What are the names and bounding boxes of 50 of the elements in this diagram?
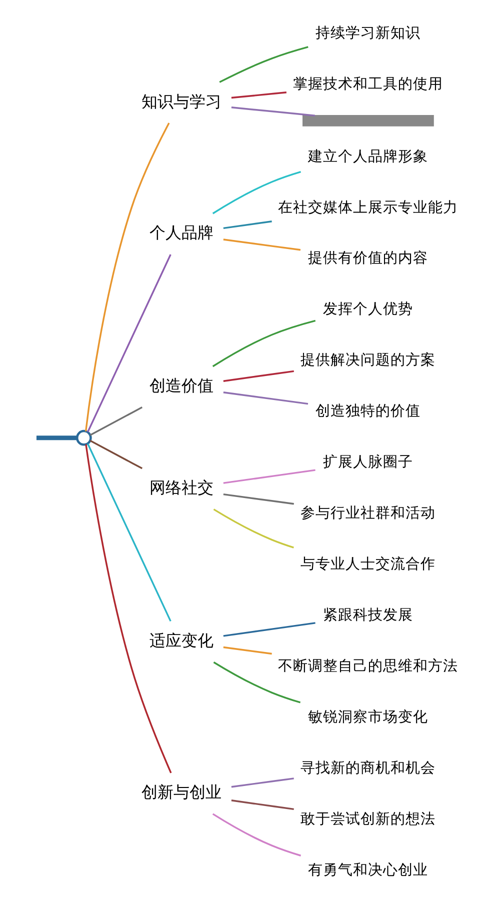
node-circle bbox=[76, 430, 92, 446]
node-text: 紧跟科技发展 bbox=[323, 606, 414, 624]
connector bbox=[84, 122, 170, 432]
node-text: 提供解决问题的方案 bbox=[300, 352, 436, 369]
connector bbox=[223, 494, 294, 505]
connector bbox=[212, 171, 302, 214]
node-text: 掌握技术和工具的使用 bbox=[293, 75, 444, 92]
node-text: 敢于尝试创新的想法 bbox=[300, 810, 436, 828]
connector bbox=[223, 646, 272, 655]
node-text: 网络社交 bbox=[149, 480, 214, 497]
node-text: 发挥个人优势 bbox=[323, 300, 414, 318]
node-text: 提供有价值的内容 bbox=[308, 250, 428, 267]
node-text: 扩展人脉圈子 bbox=[323, 454, 414, 471]
node-text: 与专业人士交流合作 bbox=[300, 556, 436, 573]
connector bbox=[223, 392, 308, 405]
node-text: 建立个人品牌形象 bbox=[308, 148, 428, 165]
connector bbox=[87, 254, 172, 432]
node-text: 不断调整自己的思维和方法 bbox=[278, 657, 458, 674]
connector bbox=[213, 508, 294, 548]
connector bbox=[223, 370, 294, 382]
node-text: 知识与学习 bbox=[141, 94, 222, 111]
node-text: 适应变化 bbox=[149, 632, 214, 650]
node-bar bbox=[302, 115, 434, 126]
connector bbox=[212, 320, 316, 368]
node-text: 有勇气和决心创业 bbox=[308, 861, 428, 878]
node-text: 在社交媒体上展示专业能力 bbox=[278, 198, 458, 216]
node-text: 创造价值 bbox=[149, 378, 214, 396]
connector bbox=[231, 800, 294, 810]
node-text: 寻找新的商机和机会 bbox=[300, 759, 436, 776]
connector bbox=[90, 440, 143, 470]
connector bbox=[36, 436, 78, 440]
connector bbox=[90, 406, 143, 436]
node-text: 参与行业社群和活动 bbox=[300, 504, 436, 522]
connector bbox=[223, 220, 272, 230]
connector bbox=[219, 46, 308, 83]
connector bbox=[223, 238, 301, 251]
connector bbox=[231, 92, 287, 99]
node-text: 创新与创业 bbox=[141, 784, 222, 802]
connector bbox=[231, 106, 316, 116]
node-text: 创造独特的价值 bbox=[316, 402, 421, 420]
connector bbox=[87, 443, 172, 622]
node-text: 持续学习新知识 bbox=[316, 24, 421, 42]
connector bbox=[231, 778, 294, 788]
connector bbox=[85, 444, 172, 774]
connector bbox=[223, 469, 316, 484]
connector bbox=[213, 662, 301, 704]
connector bbox=[223, 622, 316, 637]
node-text: 敏锐洞察市场变化 bbox=[308, 708, 428, 726]
connector bbox=[212, 813, 302, 856]
node-text: 个人品牌 bbox=[149, 225, 214, 242]
